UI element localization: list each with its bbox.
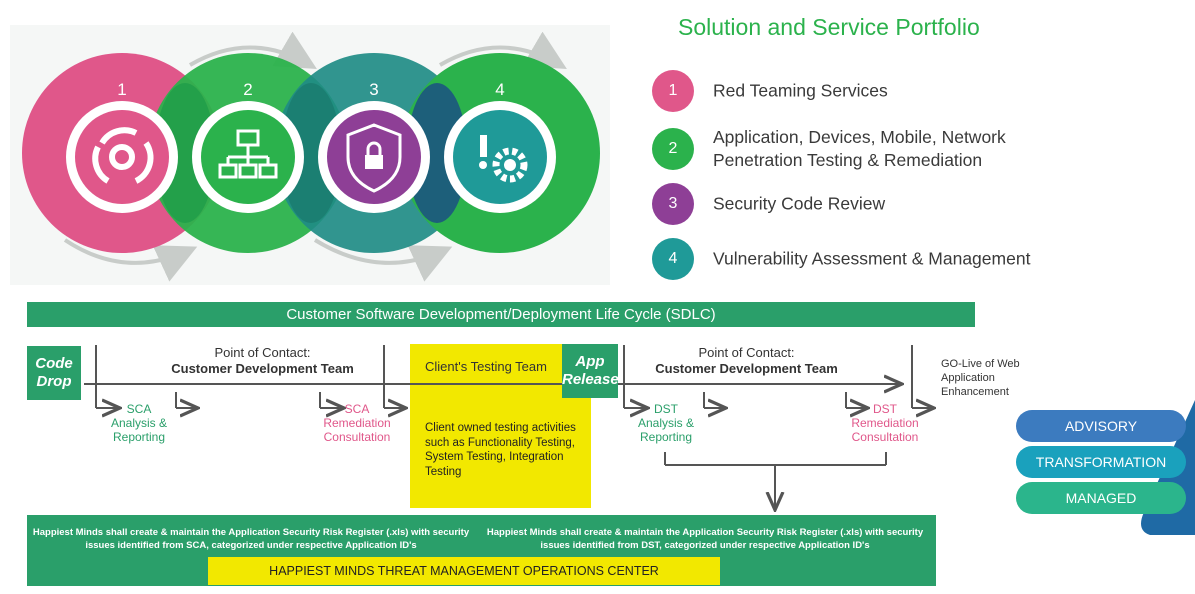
portfolio-item-4: 4 Vulnerability Assessment & Management xyxy=(652,236,1030,282)
portfolio-item-label: Vulnerability Assessment & Management xyxy=(713,248,1031,269)
flow-arrow xyxy=(63,238,198,282)
ring-icon-disc-1 xyxy=(75,110,169,204)
risk-register-panel: Happiest Minds shall create & maintain t… xyxy=(27,515,936,586)
dst-analysis-line: Analysis & xyxy=(637,416,695,430)
ops-center-bar: HAPPIEST MINDS THREAT MANAGEMENT OPERATI… xyxy=(208,557,720,585)
sca-analysis-line: Analysis & xyxy=(110,416,168,430)
sca-remediation-line: Remediation xyxy=(323,416,391,430)
ring-number-2: 2 xyxy=(243,80,252,99)
dst-remediation-line: Consultation xyxy=(851,430,919,444)
ring-number-4: 4 xyxy=(495,80,504,99)
dst-remediation-line: Remediation xyxy=(851,416,919,430)
portfolio-number-badge: 2 xyxy=(652,128,694,170)
sdlc-bar: Customer Software Development/Deployment… xyxy=(27,302,975,327)
flow-arrow xyxy=(438,31,567,70)
dst-analysis-line: Reporting xyxy=(639,430,693,444)
ring-overlap xyxy=(281,83,341,223)
network-icon xyxy=(218,129,278,179)
sca-analysis: SCA Analysis & Reporting xyxy=(100,402,178,444)
poc-1-title: Point of Contact: xyxy=(214,345,311,360)
pill-advisory: ADVISORY xyxy=(1016,410,1186,442)
shield-lock-icon xyxy=(346,123,402,193)
risk-register-dst: Happiest Minds shall create & maintain t… xyxy=(486,527,924,551)
golive-label: GO-Live of Web Application Enhancement xyxy=(941,358,1020,398)
alert-gear-icon xyxy=(479,135,528,183)
client-testing-team: Client's Testing Team xyxy=(425,359,547,374)
poc-2-team: Customer Development Team xyxy=(655,361,838,376)
pill-transformation: TRANSFORMATION xyxy=(1016,446,1186,478)
pill-managed: MANAGED xyxy=(1016,482,1186,514)
dst-remediation-line: DST xyxy=(873,402,897,416)
portfolio-item-1: 1 Red Teaming Services xyxy=(652,68,1012,114)
client-testing-box xyxy=(410,344,591,508)
ring-number-3: 3 xyxy=(369,80,378,99)
client-owned-text: Client owned testing activities such as … xyxy=(425,422,576,478)
ring-number-1: 1 xyxy=(117,80,126,99)
portfolio-item-label: Application, Devices, Mobile, Network Pe… xyxy=(713,127,1006,170)
flow-arrow xyxy=(188,31,317,70)
code-drop-box: Code Drop xyxy=(27,346,81,400)
flow-arrow xyxy=(313,238,453,282)
portfolio-number-badge: 1 xyxy=(652,70,694,112)
poc-2-title: Point of Contact: xyxy=(698,345,795,360)
poc-1-team: Customer Development Team xyxy=(171,361,354,376)
dst-analysis-line: DST xyxy=(654,402,678,416)
portfolio-item-2: 2 Application, Devices, Mobile, Network … xyxy=(652,126,1012,172)
portfolio-title: Solution and Service Portfolio xyxy=(678,14,980,40)
app-release-box: App Release xyxy=(562,344,619,398)
sca-analysis-line: Reporting xyxy=(112,430,166,444)
portfolio-number-badge: 4 xyxy=(652,238,694,280)
portfolio-item-3: 3 Security Code Review xyxy=(652,181,1012,227)
dst-analysis: DST Analysis & Reporting xyxy=(627,402,705,444)
portfolio-number-badge: 3 xyxy=(652,183,694,225)
sca-analysis-line: SCA xyxy=(126,402,152,416)
ring-overlap xyxy=(407,83,467,223)
portfolio-item-label: Red Teaming Services xyxy=(713,80,888,101)
risk-register-sca: Happiest Minds shall create & maintain t… xyxy=(32,527,470,551)
app-release-label: App Release xyxy=(562,353,619,388)
sca-remediation-line: SCA xyxy=(344,402,370,416)
code-drop-label: Code Drop xyxy=(35,355,73,390)
dst-remediation: DST Remediation Consultation xyxy=(844,402,926,444)
portfolio-item-label: Security Code Review xyxy=(713,193,886,214)
cycle-icon xyxy=(92,127,154,184)
poc-1: Point of Contact: Customer Development T… xyxy=(150,345,375,377)
poc-2: Point of Contact: Customer Development T… xyxy=(634,345,859,377)
ring-diagram: 1 2 3 4 xyxy=(10,25,610,285)
ring-overlap xyxy=(155,83,215,223)
sca-remediation-line: Consultation xyxy=(323,430,391,444)
sca-remediation: SCA Remediation Consultation xyxy=(317,402,397,444)
ring-diagram-svg: 1 2 3 4 xyxy=(22,31,600,282)
